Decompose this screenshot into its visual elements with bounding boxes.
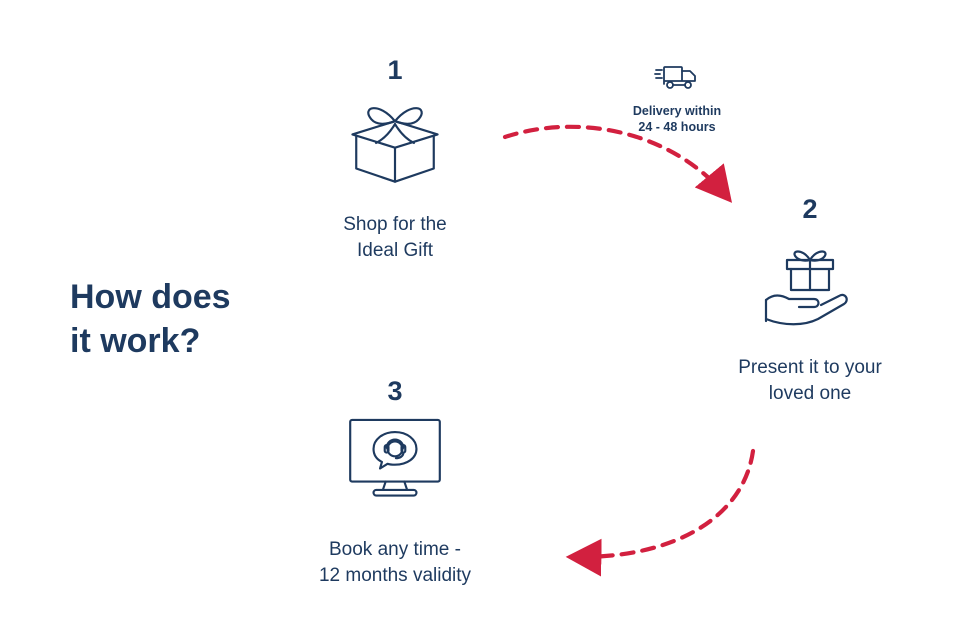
- arrow-step2-to-step3: [565, 448, 756, 577]
- support-monitor-icon: [339, 415, 451, 507]
- gift-box-icon: [343, 94, 447, 190]
- step-1-number: 1: [387, 55, 403, 85]
- page-title: How does it work?: [70, 278, 231, 360]
- arrow-step1-to-step2: [502, 124, 733, 203]
- delivery-note: Delivery within 24 - 48 hours: [602, 64, 752, 135]
- step-2-number: 2: [802, 194, 818, 224]
- step-3-number: 3: [387, 376, 403, 406]
- step-2-label: Present it to your loved one: [738, 357, 882, 404]
- step-2: 2 Present it to your loved one: [700, 194, 920, 406]
- step-1: 1 Shop for the Ideal Gift: [285, 55, 505, 263]
- step-3: 3 Book any time - 12 months validity: [285, 376, 505, 588]
- delivery-note-text: Delivery within 24 - 48 hours: [632, 104, 722, 134]
- step-1-label: Shop for the Ideal Gift: [343, 214, 447, 261]
- delivery-truck-icon: [654, 64, 700, 99]
- hand-gift-icon: [760, 233, 860, 329]
- step-3-label: Book any time - 12 months validity: [318, 539, 472, 586]
